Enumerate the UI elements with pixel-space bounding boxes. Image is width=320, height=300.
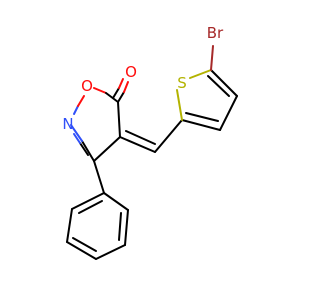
bond-ph-1-2 bbox=[103, 192, 129, 211]
bond-th-s-c2 bbox=[176, 89, 183, 121]
bond-c3-n-outer-n bbox=[70, 124, 83, 142]
bond-c5-br bbox=[210, 45, 214, 71]
bond-ph-2-3-inner bbox=[118, 212, 122, 241]
atom-label-bromine: Br bbox=[207, 24, 224, 42]
structure-diagram: O O N S Br bbox=[62, 24, 238, 260]
bond-n-o-o bbox=[77, 95, 85, 107]
bond-th-c3-c4 bbox=[219, 95, 238, 131]
bond-c3-n-outer bbox=[81, 140, 95, 162]
bond-ph-5-6 bbox=[66, 208, 73, 243]
atom-label-ring-oxygen: O bbox=[81, 77, 93, 95]
bond-carbonyl-2-o bbox=[118, 78, 124, 89]
bond-o-c5-o bbox=[93, 87, 107, 94]
bond-methine-thiophene bbox=[154, 119, 183, 153]
bond-ph-4-5 bbox=[66, 241, 97, 260]
bond-th-c2-c3 bbox=[181, 119, 221, 131]
bond-ph-2-3 bbox=[124, 209, 129, 246]
bond-c5-c4 bbox=[117, 101, 121, 138]
bond-th-c5-s bbox=[189, 69, 212, 79]
bond-n-o-n bbox=[73, 105, 79, 115]
atom-label-ring-nitrogen: N bbox=[62, 115, 73, 133]
bond-c3-n-inner-n bbox=[73, 133, 81, 144]
bond-c4-methine-1 bbox=[119, 136, 156, 153]
bond-carbonyl-2-c bbox=[112, 87, 120, 99]
bond-ph-3-4 bbox=[95, 244, 126, 260]
bond-th-c4-c5-inner bbox=[207, 75, 230, 97]
bond-c4-methine-2 bbox=[125, 130, 156, 145]
bond-c3-n-inner bbox=[79, 142, 89, 156]
bond-carbonyl-1-c bbox=[117, 91, 125, 103]
bond-c4-c3 bbox=[93, 136, 121, 162]
bond-ph-6-1 bbox=[71, 192, 105, 210]
bond-carbonyl-1-o bbox=[123, 81, 129, 93]
atom-label-carbonyl-oxygen: O bbox=[125, 63, 137, 81]
atom-label-thiophene-sulfur: S bbox=[177, 74, 187, 92]
bond-ph-4-5-inner bbox=[72, 237, 97, 252]
bond-th-c4-c5 bbox=[210, 69, 238, 97]
bond-o-c5-c bbox=[105, 92, 119, 103]
molecule-canvas: O O N S Br bbox=[62, 24, 238, 260]
bond-th-c2-c3-inner bbox=[185, 112, 219, 122]
bond-c3-phenyl bbox=[93, 160, 105, 194]
bond-ph-6-1-inner bbox=[78, 200, 103, 214]
